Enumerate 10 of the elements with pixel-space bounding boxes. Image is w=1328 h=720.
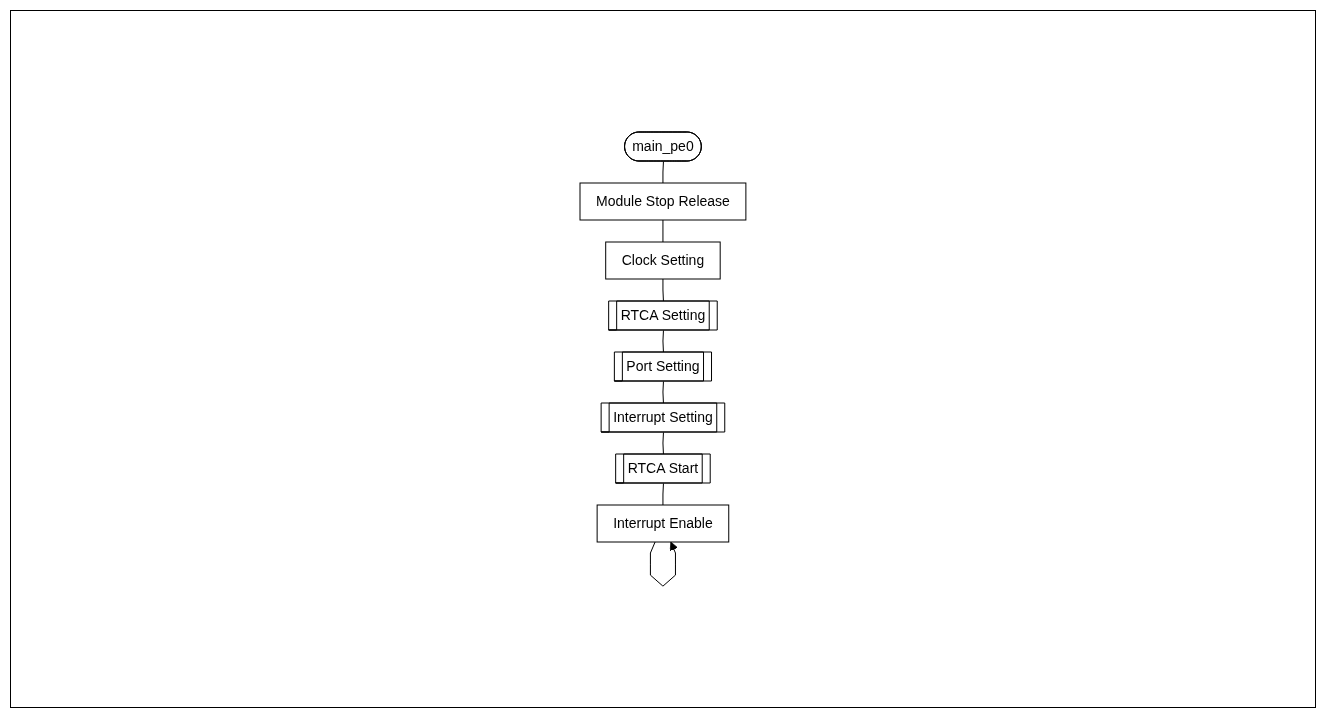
- connector: [662, 329, 664, 353]
- node-box: Module Stop Release: [579, 182, 747, 221]
- connector: [662, 278, 664, 302]
- connector: [662, 482, 664, 506]
- connector: [662, 219, 664, 243]
- connector: [662, 380, 664, 404]
- connector: [662, 160, 664, 184]
- connector: [662, 431, 664, 455]
- node-box: Interrupt Enable: [596, 504, 730, 543]
- node-box: Clock Setting: [605, 241, 721, 280]
